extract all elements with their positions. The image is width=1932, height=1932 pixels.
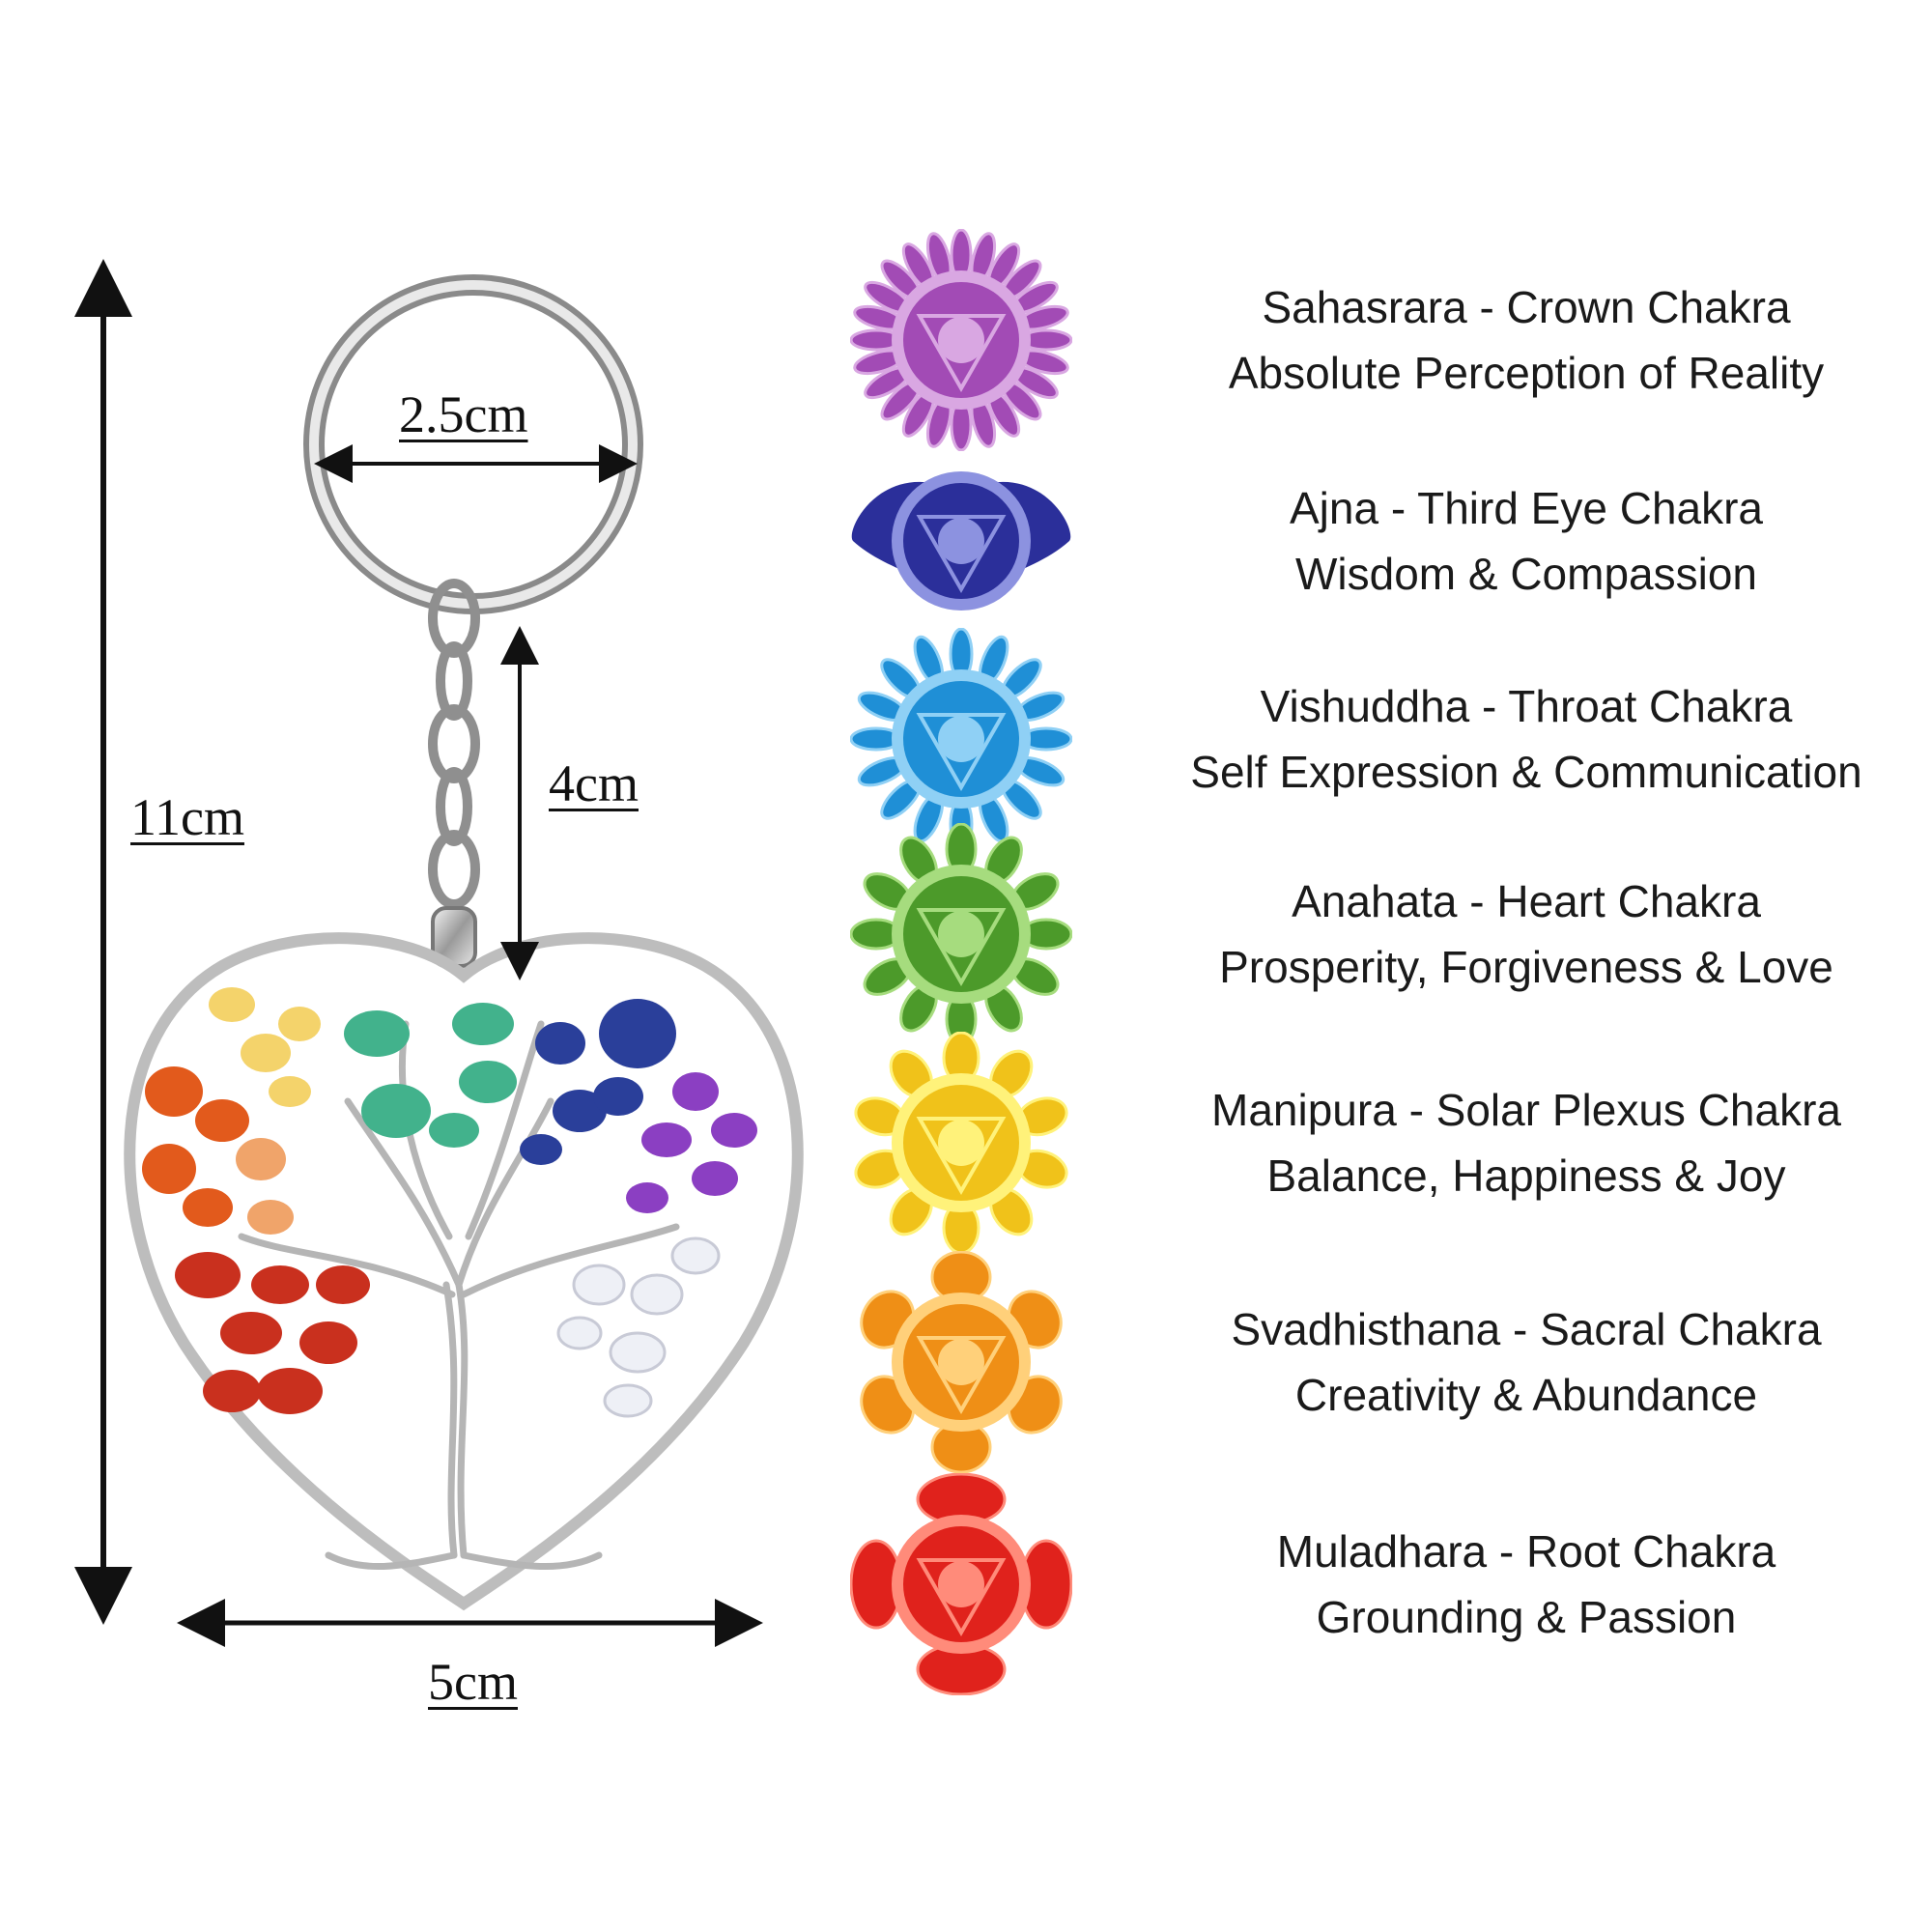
heart-chakra-icon: [850, 823, 1072, 1045]
chakra-description: Prosperity, Forgiveness & Love: [1219, 942, 1833, 992]
chakra-triangle: [916, 314, 1007, 393]
chakra-description: Balance, Happiness & Joy: [1266, 1151, 1786, 1201]
chakra-name: Svadhisthana - Sacral Chakra: [1231, 1304, 1822, 1354]
sacral-chakra-icon: [860, 1251, 1063, 1473]
third-eye-chakra-icon: [851, 471, 1071, 611]
root-chakra-icon: [850, 1473, 1072, 1695]
chakra-row-0: Sahasrara - Crown Chakra Absolute Percep…: [850, 229, 1913, 451]
key-ring: [303, 274, 643, 614]
chakra-row-3: Anahata - Heart Chakra Prosperity, Forgi…: [850, 823, 1913, 1045]
crystal-chips: [142, 987, 757, 1418]
width-label: 5cm: [428, 1653, 518, 1711]
chakra-triangle: [916, 713, 1007, 792]
chakra-symbol: [938, 518, 984, 564]
chakra-triangle: [916, 515, 1007, 594]
chakra-name: Manipura - Solar Plexus Chakra: [1211, 1085, 1841, 1135]
key-chain: [428, 579, 480, 968]
chakra-row-2: Vishuddha - Throat Chakra Self Expressio…: [850, 628, 1913, 850]
ring-diameter-label: 2.5cm: [399, 385, 528, 443]
chakra-description: Wisdom & Compassion: [1294, 549, 1758, 599]
chakra-triangle: [916, 908, 1007, 987]
crown-chakra-icon: [850, 229, 1072, 451]
chakra-symbol: [938, 716, 984, 762]
chain-length-label: 4cm: [549, 754, 639, 812]
chakra-row-5: Svadhisthana - Sacral Chakra Creativity …: [850, 1251, 1913, 1473]
chakra-name: Ajna - Third Eye Chakra: [1289, 483, 1764, 533]
chakra-symbol: [938, 317, 984, 363]
chakra-triangle: [916, 1117, 1007, 1196]
chakra-row-1: Ajna - Third Eye Chakra Wisdom & Compass…: [850, 430, 1913, 652]
chakra-row-6: Muladhara - Root Chakra Grounding & Pass…: [850, 1473, 1913, 1695]
chakra-symbol: [938, 1120, 984, 1166]
chakra-symbol: [938, 1339, 984, 1385]
chakra-symbol: [938, 1561, 984, 1607]
solar-plexus-chakra-icon: [854, 1032, 1068, 1254]
height-label: 11cm: [130, 788, 244, 846]
chakra-description: Absolute Perception of Reality: [1228, 348, 1825, 398]
chakra-description: Grounding & Passion: [1316, 1592, 1737, 1642]
chakra-description: Creativity & Abundance: [1294, 1370, 1758, 1420]
chakra-name: Vishuddha - Throat Chakra: [1260, 681, 1793, 731]
chakra-name: Muladhara - Root Chakra: [1276, 1526, 1776, 1577]
chakra-triangle: [916, 1558, 1007, 1637]
chakra-triangle: [916, 1336, 1007, 1415]
throat-chakra-icon: [850, 628, 1072, 850]
chakra-description: Self Expression & Communication: [1190, 747, 1862, 797]
chakra-symbol: [938, 911, 984, 957]
chakra-row-4: Manipura - Solar Plexus Chakra Balance, …: [850, 1032, 1913, 1254]
chakra-name: Anahata - Heart Chakra: [1292, 876, 1761, 926]
chakra-name: Sahasrara - Crown Chakra: [1262, 282, 1791, 332]
